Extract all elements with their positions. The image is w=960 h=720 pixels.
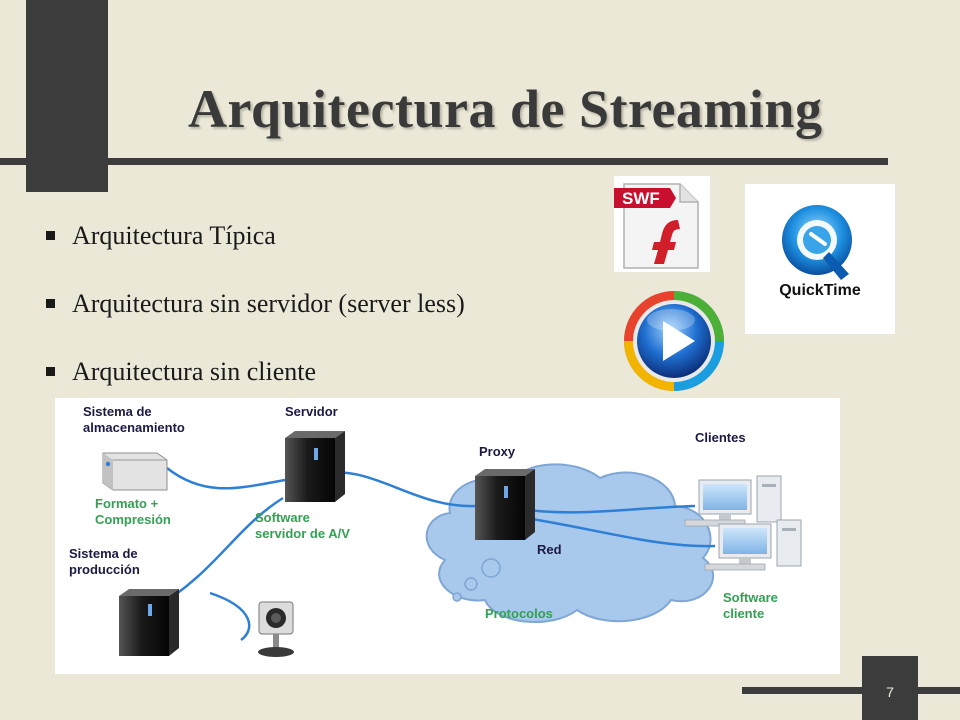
windows-media-player-icon bbox=[624, 291, 724, 391]
line-proxy-client2 bbox=[512, 514, 716, 548]
network-label: Red bbox=[537, 542, 562, 557]
server-label: Servidor bbox=[285, 404, 338, 419]
bullet-item: Arquitectura sin servidor (server less) bbox=[44, 284, 465, 352]
storage-device-icon bbox=[102, 452, 168, 491]
proxy-label: Proxy bbox=[479, 444, 516, 459]
bullet-item: Arquitectura Típica bbox=[44, 216, 465, 284]
clients-label: Clientes bbox=[695, 430, 746, 445]
quicktime-label: QuickTime bbox=[779, 282, 861, 299]
bullet-marker-icon bbox=[46, 231, 55, 240]
bullet-list: Arquitectura Típica Arquitectura sin ser… bbox=[44, 216, 465, 420]
line-production-camera bbox=[209, 591, 251, 642]
bullet-marker-icon bbox=[46, 367, 55, 376]
bullet-text: Arquitectura Típica bbox=[72, 221, 276, 250]
camera-icon bbox=[258, 601, 294, 657]
flash-swf-icon: SWF bbox=[614, 176, 710, 272]
swf-badge-text: SWF bbox=[622, 189, 660, 208]
bullet-text: Arquitectura sin cliente bbox=[72, 357, 317, 386]
decorative-line-bottom bbox=[742, 687, 960, 694]
slide-title: Arquitectura de Streaming bbox=[188, 79, 823, 139]
line-storage-server bbox=[166, 467, 286, 490]
client-software-label: Software cliente bbox=[723, 590, 778, 621]
client-computer-icon bbox=[684, 475, 782, 527]
bullet-item: Arquitectura sin cliente bbox=[44, 352, 465, 420]
quicktime-logo: QuickTime bbox=[745, 184, 895, 334]
streaming-architecture-diagram: Sistema de almacenamiento Formato + Comp… bbox=[55, 398, 840, 674]
bullet-marker-icon bbox=[46, 299, 55, 308]
decorative-line-top bbox=[0, 158, 888, 165]
page-number: 7 bbox=[862, 656, 918, 720]
bullet-text: Arquitectura sin servidor (server less) bbox=[72, 289, 465, 318]
protocols-label: Protocolos bbox=[485, 606, 553, 621]
server-software-label: Software servidor de A/V bbox=[255, 510, 350, 541]
proxy-server-icon bbox=[475, 469, 535, 540]
production-system-label: Sistema de producción bbox=[69, 546, 140, 577]
format-compression-label: Formato + Compresión bbox=[95, 496, 171, 527]
main-server-icon bbox=[285, 431, 345, 502]
quicktime-q-icon bbox=[782, 205, 852, 280]
client-computer-icon bbox=[704, 519, 802, 571]
diagram-graphics bbox=[102, 431, 802, 657]
production-server-icon bbox=[119, 589, 179, 656]
storage-system-label: Sistema de almacenamiento bbox=[83, 404, 185, 435]
